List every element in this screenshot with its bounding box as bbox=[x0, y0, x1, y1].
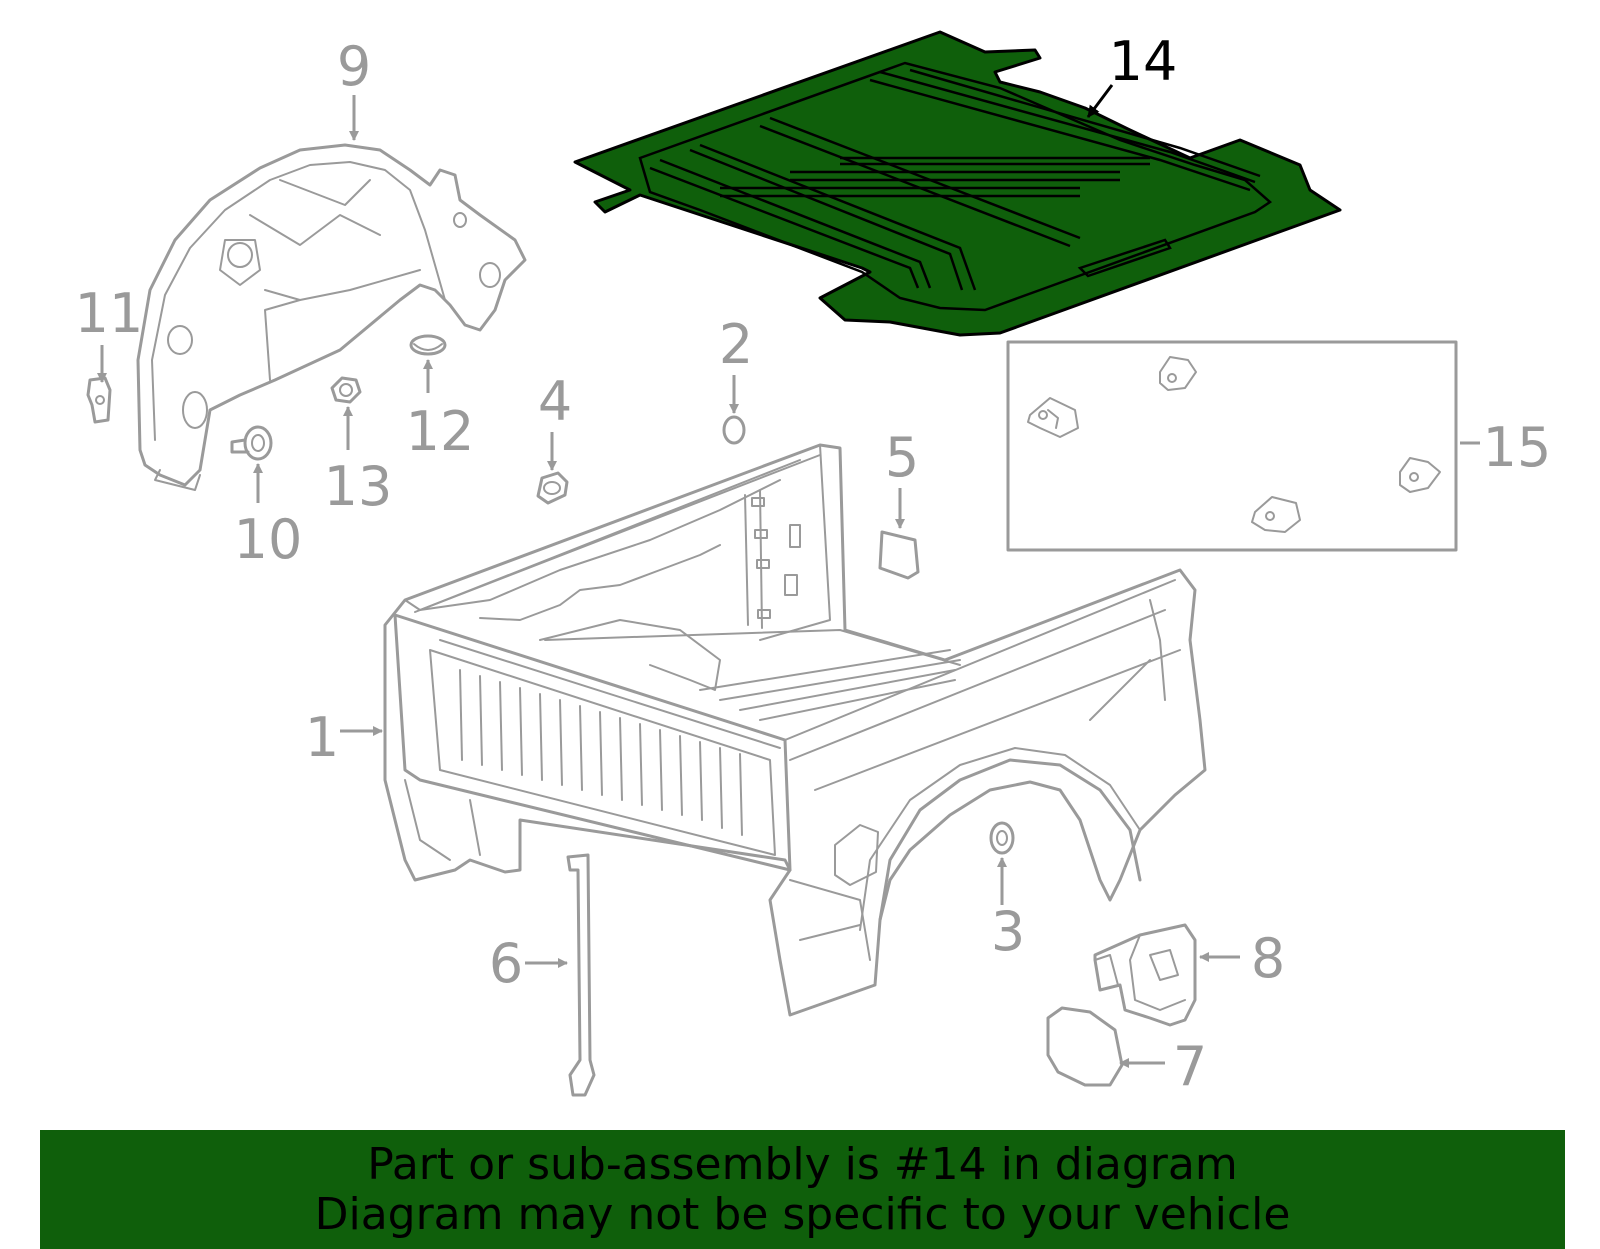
part-15-clip-kit bbox=[1006, 340, 1458, 552]
callout-7: 7 bbox=[1173, 1035, 1207, 1098]
banner-line-1: Part or sub-assembly is #14 in diagram bbox=[367, 1138, 1238, 1190]
callout-11: 11 bbox=[75, 282, 144, 345]
part-8-fuel-pocket bbox=[1093, 923, 1197, 1027]
part-10-bolt bbox=[230, 425, 273, 461]
part-5-cover bbox=[878, 530, 920, 580]
callout-13: 13 bbox=[324, 455, 393, 518]
callout-2: 2 bbox=[719, 313, 753, 376]
part-11-clip bbox=[86, 376, 112, 424]
clip-c bbox=[1251, 496, 1301, 533]
part-2-grommet bbox=[722, 415, 746, 445]
part-1-pickup-box bbox=[383, 443, 1207, 1017]
callout-labels: 9 11 12 13 10 4 2 5 1 3 6 8 7 15 14 bbox=[75, 30, 1552, 1098]
part-13-nut bbox=[330, 376, 362, 404]
callout-5: 5 bbox=[885, 426, 919, 489]
callout-14: 14 bbox=[1109, 30, 1178, 93]
leader-lines bbox=[97, 95, 1480, 1068]
part-12-grommet bbox=[409, 334, 447, 356]
leader-14 bbox=[1086, 84, 1114, 118]
callout-8: 8 bbox=[1251, 927, 1285, 990]
callout-10: 10 bbox=[234, 508, 303, 571]
part-6-seal bbox=[566, 853, 596, 1097]
part-14-bed-mat bbox=[573, 30, 1342, 337]
callout-3: 3 bbox=[991, 900, 1025, 963]
clip-a bbox=[1027, 397, 1079, 438]
clip-b bbox=[1159, 356, 1197, 391]
clip-d bbox=[1399, 457, 1441, 493]
callout-1: 1 bbox=[305, 706, 339, 769]
part-3-grommet bbox=[989, 821, 1015, 855]
banner-line-2: Diagram may not be specific to your vehi… bbox=[314, 1188, 1291, 1240]
part-7-fuel-door bbox=[1046, 1006, 1124, 1087]
callout-12: 12 bbox=[406, 400, 475, 463]
callout-6: 6 bbox=[489, 932, 523, 995]
part-4-grommet bbox=[536, 471, 569, 505]
callout-9: 9 bbox=[337, 35, 371, 98]
callout-4: 4 bbox=[538, 370, 572, 433]
callout-15: 15 bbox=[1483, 416, 1552, 479]
part-9-wheelhouse-liner bbox=[136, 143, 527, 491]
info-banner: Part or sub-assembly is #14 in diagram D… bbox=[40, 1130, 1565, 1249]
